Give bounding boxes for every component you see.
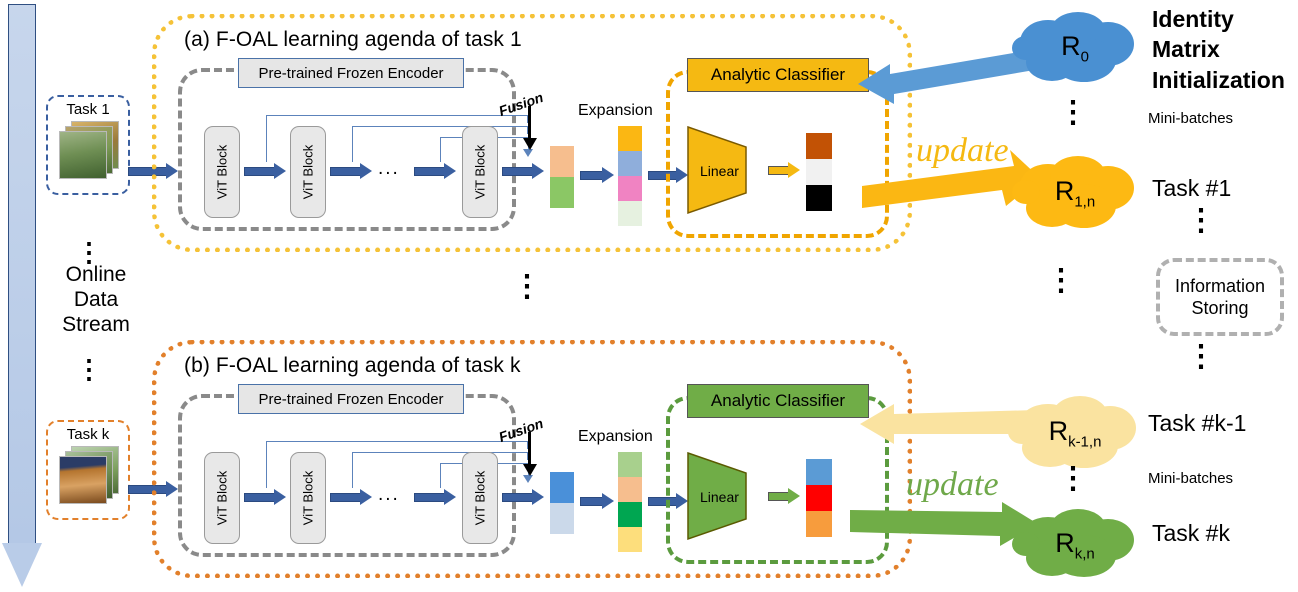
linear-label-b: Linear (700, 489, 739, 505)
analytic-classifier-box-a: Analytic Classifier (666, 58, 889, 238)
fusion-arrow-a (522, 106, 537, 150)
vit-block-a-3: ViT Block (462, 126, 498, 218)
panel-a-title: (a) F-OAL learning agenda of task 1 (184, 28, 522, 51)
stream-ellipsis-top: ⋮ (76, 237, 102, 267)
cloud-label-rkn: Rk,n (1055, 527, 1095, 563)
skip-drop-a-1 (266, 115, 267, 162)
skip-arrow-a (523, 149, 533, 157)
identity-matrix-init-label: Identity Matrix Initialization (1152, 6, 1285, 93)
expansion-feature-a (618, 126, 642, 226)
vit-arrow-b-1 (244, 489, 286, 505)
mini-batches-label-top: Mini-batches (1148, 110, 1234, 127)
memory-cloud-rk1n: Rk-1,n (1008, 392, 1142, 474)
vit-arrow-b-2 (330, 489, 372, 505)
vit-arrow-a-2 (330, 163, 372, 179)
skip-drop-a-3 (440, 137, 441, 162)
task-annotation-ellipsis-2: ⋮ (1186, 340, 1216, 373)
vit-block-b-3: ViT Block (462, 452, 498, 544)
panel-task-k (152, 340, 912, 578)
skip-connection-a-1 (266, 115, 528, 123)
encoder-box-b: Pre-trained Frozen Encoder (178, 384, 516, 557)
linear-trapezoid-b (687, 451, 747, 541)
skip-connection-a-2 (352, 126, 528, 134)
vit-ellipsis-a: ... (378, 158, 400, 179)
vit-arrow-a-3 (414, 163, 456, 179)
memory-cloud-r0: R0 (1012, 8, 1138, 88)
vit-arrow-b-3 (414, 489, 456, 505)
task-k-label: Task k (66, 426, 110, 443)
vit-block-a-1: ViT Block (204, 126, 240, 218)
encoder-label-a: Pre-trained Frozen Encoder (238, 58, 464, 88)
classifier-output-b (806, 459, 832, 537)
input-arrow-taskk (128, 481, 178, 497)
vit-arrow-b-4 (502, 489, 544, 505)
skip-drop-a-2 (352, 126, 353, 162)
skip-drop-b-2 (352, 452, 353, 488)
vit-ellipsis-b: ... (378, 484, 400, 505)
online-data-stream-label: Online Data Stream (62, 263, 130, 336)
vit-block-a-2: ViT Block (290, 126, 326, 218)
panel-task-1 (152, 14, 912, 252)
fusion-arrow-b (522, 432, 537, 476)
skip-drop-b-1 (266, 441, 267, 488)
online-data-stream-arrow (2, 4, 42, 588)
encoder-box-a: Pre-trained Frozen Encoder (178, 58, 516, 231)
cloud-ellipsis-3: ⋮ (1058, 462, 1088, 495)
analytic-classifier-box-b: Analytic Classifier (666, 384, 889, 564)
memory-cloud-r1n: R1,n (1012, 152, 1138, 234)
analytic-classifier-label-b: Analytic Classifier (687, 384, 869, 418)
expansion-label-b: Expansion (578, 428, 653, 445)
vit-arrow-a-4 (502, 163, 544, 179)
fusion-to-expansion-arrow-b (580, 493, 614, 509)
task-k-annotation: Task #k (1152, 520, 1230, 546)
skip-connection-b-2 (352, 452, 528, 460)
vit-block-b-2: ViT Block (290, 452, 326, 544)
skip-connection-b-1 (266, 441, 528, 449)
identity-init-arrow (858, 46, 1058, 104)
cloud-label-r1n: R1,n (1054, 175, 1096, 211)
update-label-b: update (906, 466, 999, 503)
task-k-card: Task k (46, 420, 130, 520)
expansion-label-a: Expansion (578, 102, 653, 119)
memory-cloud-rkn: Rk,n (1012, 506, 1138, 584)
linear-trapezoid-a (687, 125, 747, 215)
fusion-to-expansion-arrow-a (580, 167, 614, 183)
expansion-to-classifier-arrow-b (648, 493, 688, 509)
skip-arrow-b (523, 475, 533, 483)
update-arrow-b (850, 502, 1038, 546)
panels-ellipsis: ⋮ (512, 270, 542, 303)
mini-batches-label-bottom: Mini-batches (1148, 470, 1234, 487)
task-k-image-stack (59, 446, 119, 504)
fusion-feature-a (550, 146, 574, 208)
classifier-output-a (806, 133, 832, 211)
update-arrow-a (862, 150, 1040, 208)
stream-ellipsis-bottom: ⋮ (76, 354, 102, 384)
classifier-output-arrow-a (768, 162, 800, 178)
vit-arrow-a-1 (244, 163, 286, 179)
skip-drop-b-3 (440, 463, 441, 488)
input-arrow-task1 (128, 163, 178, 179)
expansion-feature-b (618, 452, 642, 552)
task-1-annotation: Task #1 (1152, 175, 1232, 201)
analytic-classifier-label-a: Analytic Classifier (687, 58, 869, 92)
update-label-a: update (916, 132, 1009, 169)
cloud-label-r0: R0 (1061, 30, 1089, 66)
task-1-image-stack (59, 121, 119, 179)
task-1-card: Task 1 (46, 95, 130, 195)
reuse-arrow-b (860, 404, 1036, 444)
cloud-ellipsis-2: ⋮ (1046, 264, 1076, 297)
information-storing-box: Information Storing (1156, 258, 1284, 336)
task-k-minus-1-annotation: Task #k-1 (1148, 410, 1247, 436)
cloud-label-rk1n: Rk-1,n (1048, 415, 1102, 451)
task-1-label: Task 1 (66, 101, 110, 118)
task-annotation-ellipsis-1: ⋮ (1186, 204, 1216, 237)
panel-b-title: (b) F-OAL learning agenda of task k (184, 354, 521, 377)
linear-label-a: Linear (700, 163, 739, 179)
expansion-to-classifier-arrow-a (648, 167, 688, 183)
encoder-label-b: Pre-trained Frozen Encoder (238, 384, 464, 414)
classifier-output-arrow-b (768, 488, 800, 504)
cloud-ellipsis-1: ⋮ (1058, 96, 1088, 129)
fusion-feature-b (550, 472, 574, 534)
vit-block-b-1: ViT Block (204, 452, 240, 544)
